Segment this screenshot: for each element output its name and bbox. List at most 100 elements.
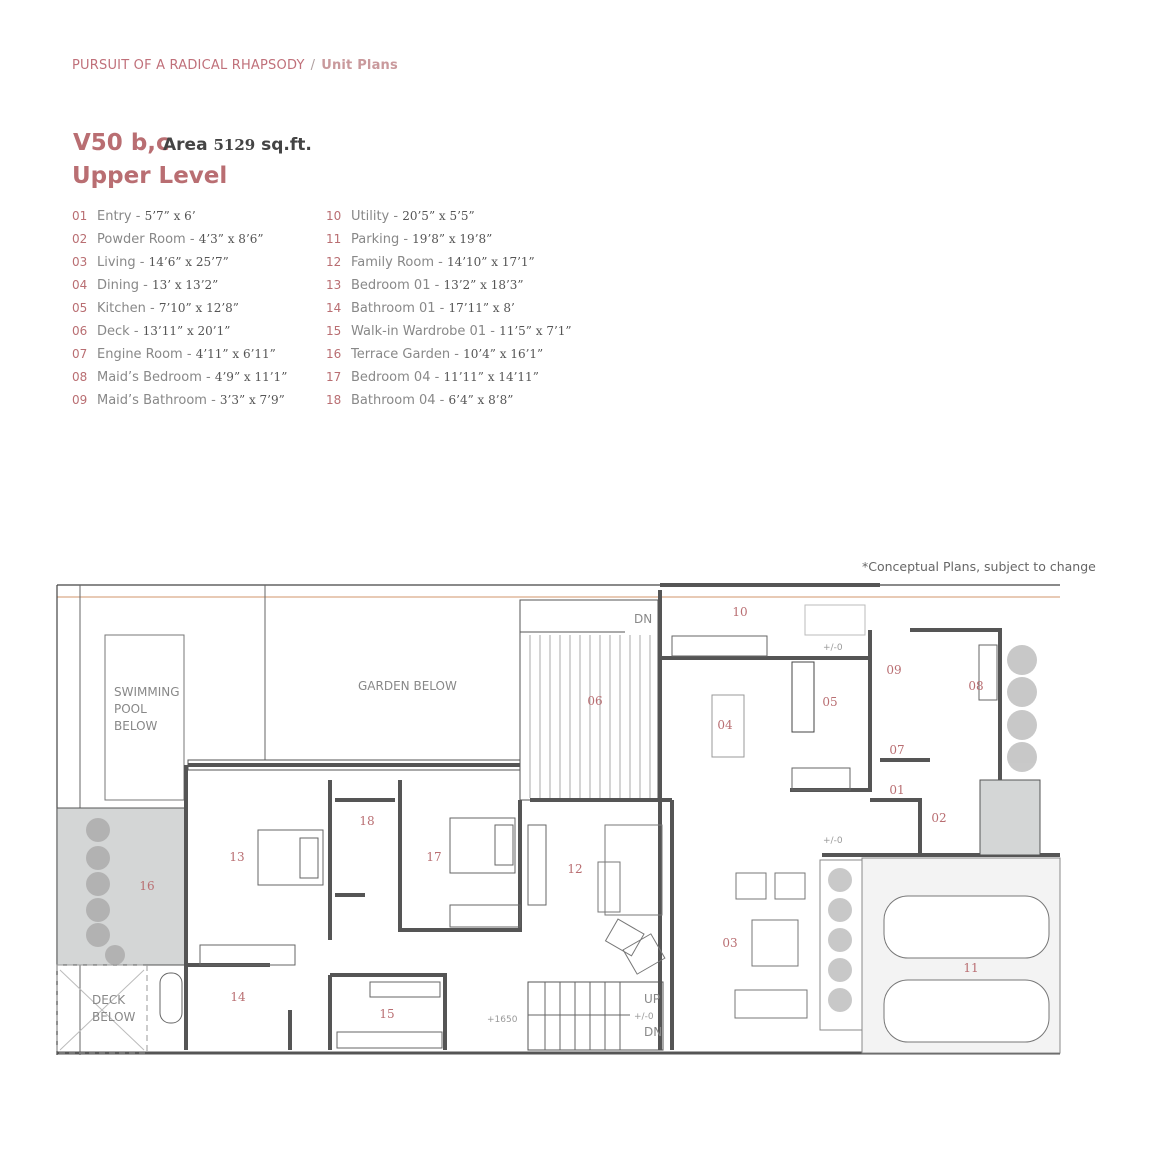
stairs-down-label: DN <box>634 612 652 626</box>
planter <box>979 779 1041 856</box>
maid-bed <box>978 644 998 701</box>
room-name: Bathroom 01 <box>351 301 436 316</box>
room-name: Maid’s Bedroom <box>97 370 202 385</box>
room-label-18: 18 <box>359 814 374 828</box>
room-name: Parking <box>351 232 400 247</box>
room-label-12: 12 <box>567 862 582 876</box>
room-dimensions: 4’9” x 11’1” <box>214 370 288 384</box>
room-label-02: 02 <box>931 811 946 825</box>
room-label-03: 03 <box>722 936 737 950</box>
terrace-garden <box>56 807 186 966</box>
room-number: 01 <box>72 209 88 223</box>
room-dimensions: 4’11” x 6’11” <box>195 347 276 361</box>
room-number: 10 <box>326 209 342 223</box>
room-label-04: 04 <box>717 718 733 732</box>
room-name: Terrace Garden <box>351 347 451 362</box>
kitchen-island <box>791 661 815 733</box>
room-dimensions: 4’3” x 8’6” <box>198 232 264 246</box>
room-number: 08 <box>72 370 88 384</box>
area-unit: sq.ft. <box>261 135 312 155</box>
room-label-08: 08 <box>968 679 983 693</box>
room-label-06: 06 <box>587 694 602 708</box>
room-label-14: 14 <box>230 990 246 1004</box>
unit-area: Area 5129 sq.ft. <box>163 135 312 155</box>
room-name: Walk-in Wardrobe 01 <box>351 324 487 339</box>
room-name: Engine Room <box>97 347 183 362</box>
walls-bedroom-wing <box>184 763 532 1050</box>
room-label-15: 15 <box>379 1007 394 1021</box>
room-name: Family Room <box>351 255 434 270</box>
deck-below-label: DECK <box>92 993 126 1007</box>
room-number: 07 <box>72 347 88 361</box>
room-number: 06 <box>72 324 88 338</box>
level-marker: +/-0 <box>823 836 843 846</box>
room-dimensions: 14’6” x 25’7” <box>148 255 229 269</box>
room-dimensions: 7’10” x 12’8” <box>158 301 239 315</box>
room-name: Bedroom 04 <box>351 370 431 385</box>
room-name: Deck <box>97 324 130 339</box>
breadcrumb-section[interactable]: PURSUIT OF A RADICAL RHAPSODY <box>72 58 305 73</box>
breadcrumb-separator: / <box>310 58 316 73</box>
room-name: Powder Room <box>97 232 186 247</box>
room-dimensions: 3’3” x 7’9” <box>219 393 285 407</box>
room-label-05: 05 <box>822 695 837 709</box>
room-label-07: 07 <box>889 743 904 757</box>
kitchen-counter <box>791 767 851 791</box>
utility-counter <box>671 635 768 657</box>
room-dimensions: 5’7” x 6’ <box>144 209 196 223</box>
room-number: 16 <box>326 347 342 361</box>
level-title: Upper Level <box>72 163 228 189</box>
room-number: 03 <box>72 255 88 269</box>
room-number: 14 <box>326 301 342 315</box>
living-furniture <box>597 824 808 1019</box>
garden-below-label: GARDEN BELOW <box>358 679 457 693</box>
room-number: 02 <box>72 232 88 246</box>
room-number: 13 <box>326 278 342 292</box>
unit-code: V50 b,c <box>73 130 170 156</box>
room-number: 05 <box>72 301 88 315</box>
room-name: Maid’s Bathroom <box>97 393 207 408</box>
room-name: Kitchen <box>97 301 146 316</box>
area-label: Area <box>163 135 208 155</box>
deck-boards <box>529 635 651 798</box>
level-marker: +/-0 <box>634 1012 654 1022</box>
room-name: Bedroom 01 <box>351 278 431 293</box>
room-number: 17 <box>326 370 342 384</box>
stairs-down-label: DN <box>644 1025 662 1039</box>
stair-treads <box>528 982 630 1050</box>
room-dimensions: 20’5” x 5’5” <box>402 209 475 223</box>
room-label-10: 10 <box>732 605 747 619</box>
room-label-11: 11 <box>963 961 978 975</box>
room-dimensions: 14’10” x 17’1” <box>446 255 535 269</box>
room-number: 04 <box>72 278 88 292</box>
room-label-16: 16 <box>139 879 154 893</box>
stairs-up-label: UP <box>644 992 660 1006</box>
room-dimensions: 19’8” x 19’8” <box>412 232 493 246</box>
room-dimensions: 13’2” x 18’3” <box>443 278 524 292</box>
room-number: 12 <box>326 255 342 269</box>
swimming-pool-below <box>104 634 185 801</box>
room-dimensions: 10’4” x 16’1” <box>463 347 544 361</box>
skylight <box>804 604 866 636</box>
room-name: Living <box>97 255 136 270</box>
room-name: Entry <box>97 209 132 224</box>
pool-label: POOL <box>114 702 147 716</box>
